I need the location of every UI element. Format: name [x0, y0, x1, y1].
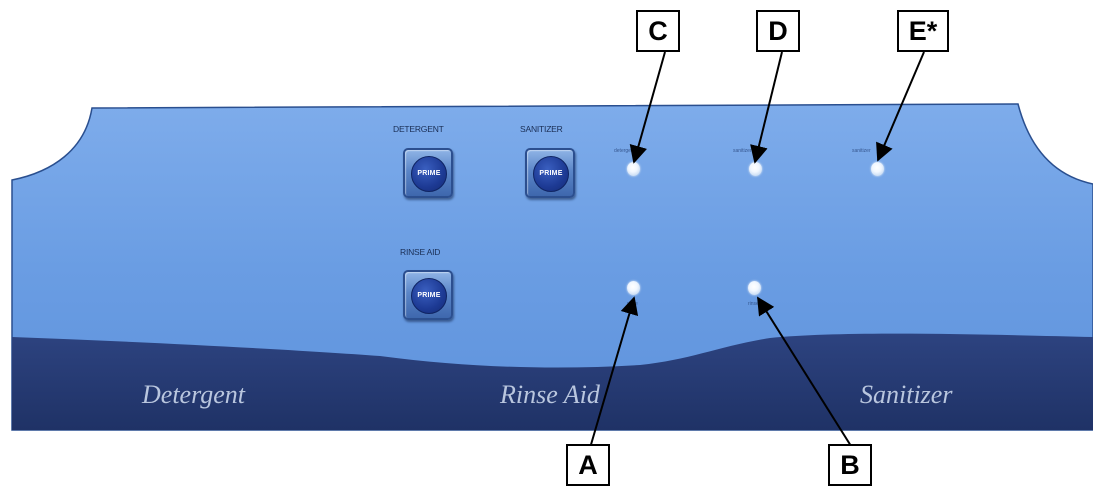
indicator-c-label: detergent	[614, 148, 636, 154]
sanitizer-prime-button[interactable]: PRIME	[525, 148, 575, 198]
detergent-prime-button[interactable]: PRIME	[403, 148, 453, 198]
indicator-b-label: rinse	[748, 301, 759, 307]
rinse-aid-prime-cap: PRIME	[411, 278, 447, 314]
indicator-led-b	[748, 281, 761, 295]
detergent-button-label: DETERGENT	[393, 124, 444, 134]
callout-d: D	[756, 10, 800, 52]
bottom-label-detergent: Detergent	[142, 380, 245, 409]
indicator-led-c	[627, 162, 640, 176]
bottom-label-rinse-aid: Rinse Aid	[500, 380, 600, 409]
indicator-led-a	[627, 281, 640, 295]
indicator-a-label: rinse	[627, 301, 638, 307]
callout-b: B	[828, 444, 872, 486]
indicator-d-label: sanitizer	[733, 148, 752, 154]
detergent-prime-cap: PRIME	[411, 156, 447, 192]
sanitizer-button-label: SANITIZER	[520, 124, 563, 134]
indicator-led-e	[871, 162, 884, 176]
indicator-e-label: sanitizer	[852, 148, 871, 154]
bottom-label-sanitizer: Sanitizer	[860, 380, 953, 409]
callout-e: E*	[897, 10, 949, 52]
rinse-aid-prime-button[interactable]: PRIME	[403, 270, 453, 320]
callout-a: A	[566, 444, 610, 486]
callout-c: C	[636, 10, 680, 52]
rinse-aid-button-label: RINSE AID	[400, 247, 441, 257]
indicator-led-d	[749, 162, 762, 176]
sanitizer-prime-cap: PRIME	[533, 156, 569, 192]
